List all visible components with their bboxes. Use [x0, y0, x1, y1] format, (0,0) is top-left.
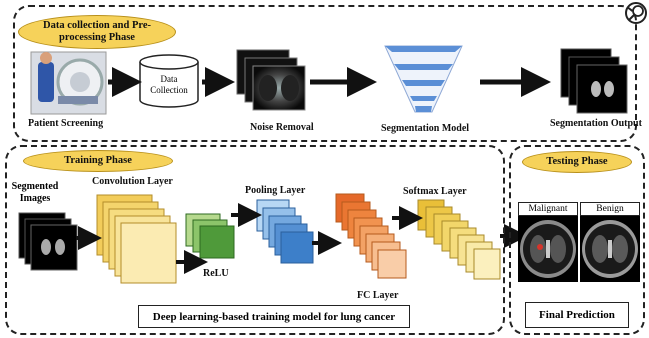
arrow-icon	[76, 203, 528, 274]
malignant-ct-image	[518, 216, 578, 282]
training-caption: Deep learning-based training model for l…	[138, 305, 410, 328]
segmentation-model-icon	[384, 45, 463, 113]
collection-phase-label: Data collection and Pre-processing Phase	[18, 15, 176, 49]
benign-ct-image	[580, 216, 640, 282]
testing-phase-label: Testing Phase	[522, 151, 632, 173]
segmentation-output-images	[560, 48, 628, 114]
training-phase-panel	[5, 145, 505, 335]
pooling-layer-blocks	[256, 199, 314, 264]
convolution-layer-label: Convolution Layer	[92, 176, 173, 187]
relu-label: ReLU	[203, 268, 229, 279]
final-prediction-label: Final Prediction	[525, 302, 629, 328]
fc-layer-blocks	[335, 193, 407, 279]
noise-removal-label: Noise Removal	[250, 122, 314, 133]
benign-label: Benign	[580, 202, 640, 216]
softmax-layer-label: Softmax Layer	[403, 186, 467, 197]
patient-screening-label: Patient Screening	[28, 118, 104, 129]
noise-removal-images	[236, 49, 306, 111]
segmented-images-stack	[18, 212, 78, 271]
testing-phase-panel	[509, 145, 645, 335]
data-collection-label: Data Collection	[150, 74, 188, 95]
patient-screening-image	[30, 51, 107, 115]
relu-blocks	[185, 213, 235, 259]
fc-layer-label: FC Layer	[357, 290, 399, 301]
collection-phase-panel	[13, 5, 637, 142]
segmented-images-label: Segmented Images	[11, 181, 59, 204]
pooling-layer-label: Pooling Layer	[245, 185, 306, 196]
softmax-layer-blocks	[417, 199, 501, 280]
malignant-label: Malignant	[518, 202, 578, 216]
segmentation-output-label: Segmentation Output	[550, 118, 642, 129]
training-phase-label: Training Phase	[23, 150, 173, 172]
convolution-layer-blocks	[96, 194, 177, 284]
segmentation-model-label: Segmentation Model	[381, 123, 470, 134]
database-icon	[139, 54, 199, 108]
